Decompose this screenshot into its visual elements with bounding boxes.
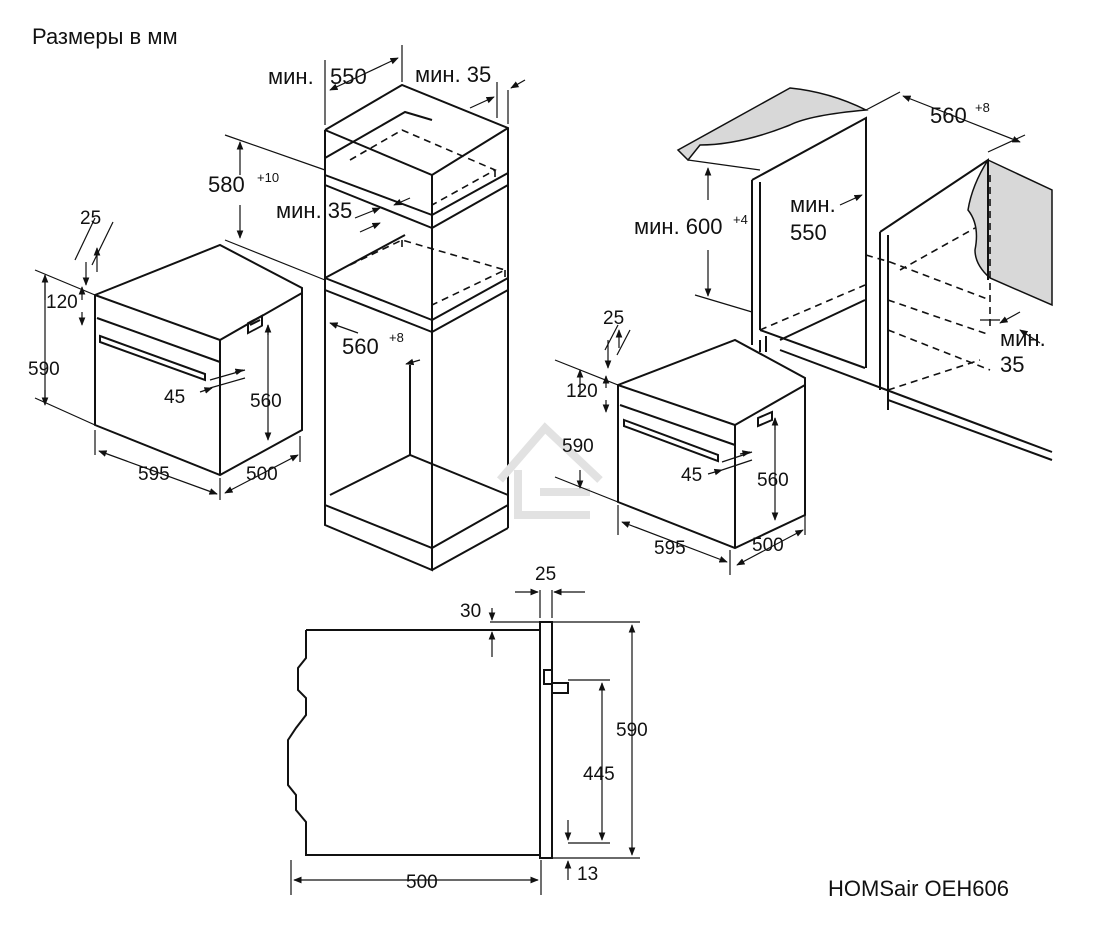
dim-side-445: 445 <box>583 764 615 785</box>
dim-cab-min-prefix: мин. <box>268 64 314 89</box>
dim-uc-560: 560 <box>930 103 967 128</box>
dim-b-595: 595 <box>654 538 686 559</box>
dim-b-120: 120 <box>566 381 598 402</box>
dim-a-595: 595 <box>138 464 170 485</box>
dim-cab-580-tol: +10 <box>257 170 279 185</box>
dim-uc-min-35-prefix: мин. <box>1000 326 1046 351</box>
dim-b-25: 25 <box>603 308 624 329</box>
oven-side-view <box>287 621 569 859</box>
tall-cabinet-hidden-lines <box>349 129 508 306</box>
dim-b-590: 590 <box>562 436 594 457</box>
dim-b-45: 45 <box>681 465 702 486</box>
dim-cab-min-35a: мин. 35 <box>415 62 491 87</box>
under-counter-hidden-lines <box>759 175 991 391</box>
dim-side-13: 13 <box>577 864 598 885</box>
model-label: HOMSair OEH606 <box>828 876 1009 901</box>
dim-side-30: 30 <box>460 601 481 622</box>
dim-uc-600: мин. 600 <box>634 214 723 239</box>
dim-side-25: 25 <box>535 564 556 585</box>
under-counter-dims <box>687 91 1041 344</box>
dim-uc-550: 550 <box>790 220 827 245</box>
dim-uc-560-tol: +8 <box>975 100 990 115</box>
dim-side-590: 590 <box>616 720 648 741</box>
dim-cab-550: 550 <box>330 64 367 89</box>
tall-cabinet-dims <box>224 45 526 366</box>
dim-a-590: 590 <box>28 359 60 380</box>
dim-cab-560: 560 <box>342 334 379 359</box>
dim-b-500: 500 <box>752 535 784 556</box>
dim-b-560: 560 <box>757 470 789 491</box>
dim-a-500: 500 <box>246 464 278 485</box>
dim-uc-600-tol: +4 <box>733 212 748 227</box>
dim-a-25: 25 <box>80 208 101 229</box>
dim-uc-35: 35 <box>1000 352 1024 377</box>
oven-side-view-dims <box>290 588 640 895</box>
watermark-house-logo <box>496 422 603 519</box>
diagram-title: Размеры в мм <box>32 24 178 49</box>
dim-cab-560-tol: +8 <box>389 330 404 345</box>
under-counter-cabinet <box>751 116 1053 461</box>
dim-uc-min-550-prefix: мин. <box>790 192 836 217</box>
dim-a-45: 45 <box>164 387 185 408</box>
oven-front-a <box>94 243 303 477</box>
oven-front-b <box>617 338 806 550</box>
dim-a-120: 120 <box>46 292 78 313</box>
oven-front-b-dims <box>554 324 806 575</box>
dim-cab-580: 580 <box>208 172 245 197</box>
tall-cabinet <box>324 83 509 572</box>
dim-cab-min-35b: мин. 35 <box>276 198 352 223</box>
dim-side-500: 500 <box>406 872 438 893</box>
oven-front-a-dims <box>34 217 301 500</box>
dim-a-560: 560 <box>250 391 282 412</box>
